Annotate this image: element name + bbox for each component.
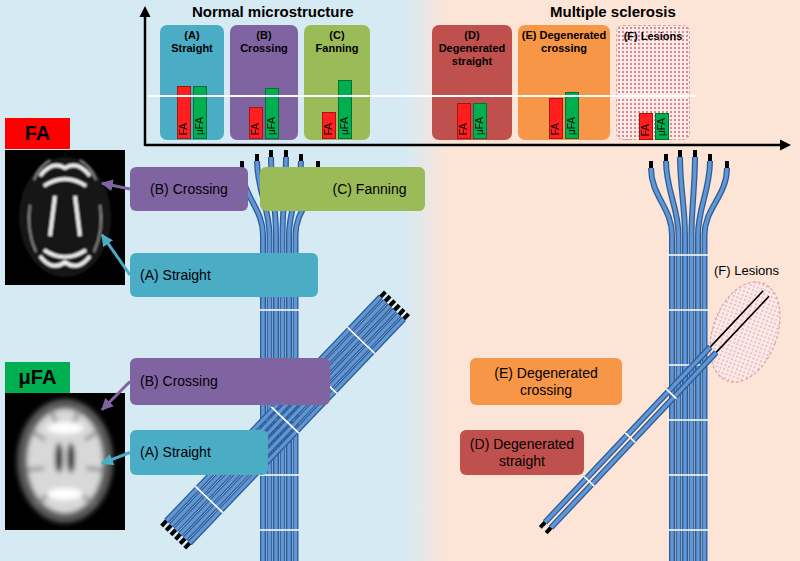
region-band: FAμFA(A) StraightFAμFA(B) CrossingFAμFA(… [0, 0, 425, 561]
image-header: μFA [5, 362, 70, 393]
metric-bar: FA [549, 98, 563, 139]
callout-box: (B) Crossing [130, 358, 330, 405]
bar-label: FA [179, 123, 189, 135]
metric-bar: FA [322, 112, 336, 139]
bar-label: FA [459, 123, 469, 135]
map-image: FA [14, 158, 102, 278]
bar-label: μFA [267, 117, 277, 135]
band-title: Normal microstructure [192, 3, 354, 20]
metric-bar: μFA [265, 88, 279, 139]
pointer-arrow [102, 235, 130, 275]
bar-label: μFA [475, 117, 485, 135]
bar-label: μFA [567, 117, 577, 135]
pointer-arrow [102, 453, 130, 464]
panel-title: (A) Straight [163, 29, 221, 55]
image-header: FA [5, 118, 70, 149]
panel-title: (B) Crossing [233, 29, 295, 55]
crossing-bundle [159, 290, 410, 550]
ms-ground [425, 0, 800, 561]
callout-box: (D) Degenerated straight [460, 430, 584, 475]
metric-bar: μFA [338, 80, 352, 139]
metric-bar: FA [457, 103, 471, 139]
pointer-arrow [102, 382, 130, 410]
metric-bar: μFA [193, 86, 207, 139]
bar-label: μFA [657, 118, 667, 136]
callout-box: (A) Straight [130, 430, 268, 475]
callout-text: (A) Straight [140, 444, 211, 461]
callout-box: (A) Straight [130, 253, 318, 297]
bar-label: FA [551, 123, 561, 135]
metric-bar: μFA [565, 92, 579, 139]
bar-panel: FA μFA (C) Fanning [304, 25, 370, 140]
callout-text: (B) Crossing [150, 181, 228, 198]
bar-label: μFA [340, 117, 350, 135]
bar-panel: FA μFA (A) Straight [160, 25, 224, 140]
bar-panel: FA μFA (B) Crossing [230, 25, 298, 140]
lesion-label: (F) Lesions [714, 263, 779, 278]
callout-text: (E) Degenerated crossing [478, 365, 614, 399]
normal-ground [0, 0, 425, 561]
panel-title: (D) Degenerated straight [435, 29, 509, 69]
callout-box: (E) Degenerated crossing [470, 358, 622, 405]
degenerated-crossing-bundle [538, 289, 771, 535]
panel-title: (F) Lesions [624, 30, 683, 43]
reference-line [148, 95, 696, 97]
callout-box: (B) Crossing [130, 167, 248, 211]
band-title: Multiple sclerosis [550, 3, 676, 20]
callout-text: (A) Straight [140, 267, 211, 284]
fa-map [5, 150, 125, 285]
callout-text: (B) Crossing [140, 373, 218, 390]
axes [140, 6, 792, 151]
metric-bar: FA [639, 113, 653, 140]
pointer-arrow [102, 183, 130, 189]
callout-text: (C) Fanning [333, 181, 407, 198]
callout-text: (D) Degenerated straight [468, 436, 576, 470]
region-band: FAμFA(D) Degenerated straightFAμFA(E) De… [425, 0, 800, 561]
bar-panel: FA μFA (E) Degenerated crossing [518, 25, 610, 140]
metric-bar: FA [249, 107, 263, 139]
panel-title: (E) Degenerated crossing [521, 29, 607, 55]
bar-label: μFA [195, 117, 205, 135]
map-image: μFA [14, 400, 102, 522]
metric-bar: FA [177, 86, 191, 139]
bar-label: FA [641, 124, 651, 136]
bar-label: FA [251, 123, 261, 135]
metric-bar: μFA [473, 103, 487, 139]
bar-panel: FA μFA (D) Degenerated straight [432, 25, 512, 140]
bar-label: FA [324, 123, 334, 135]
panel-title: (C) Fanning [307, 29, 367, 55]
callout-box: (C) Fanning [260, 167, 425, 211]
fanning-bundle [242, 150, 318, 561]
lesion-region [697, 272, 793, 392]
bar-panel: FA μFA (F) Lesions [616, 25, 690, 140]
metric-bar: μFA [655, 113, 669, 140]
